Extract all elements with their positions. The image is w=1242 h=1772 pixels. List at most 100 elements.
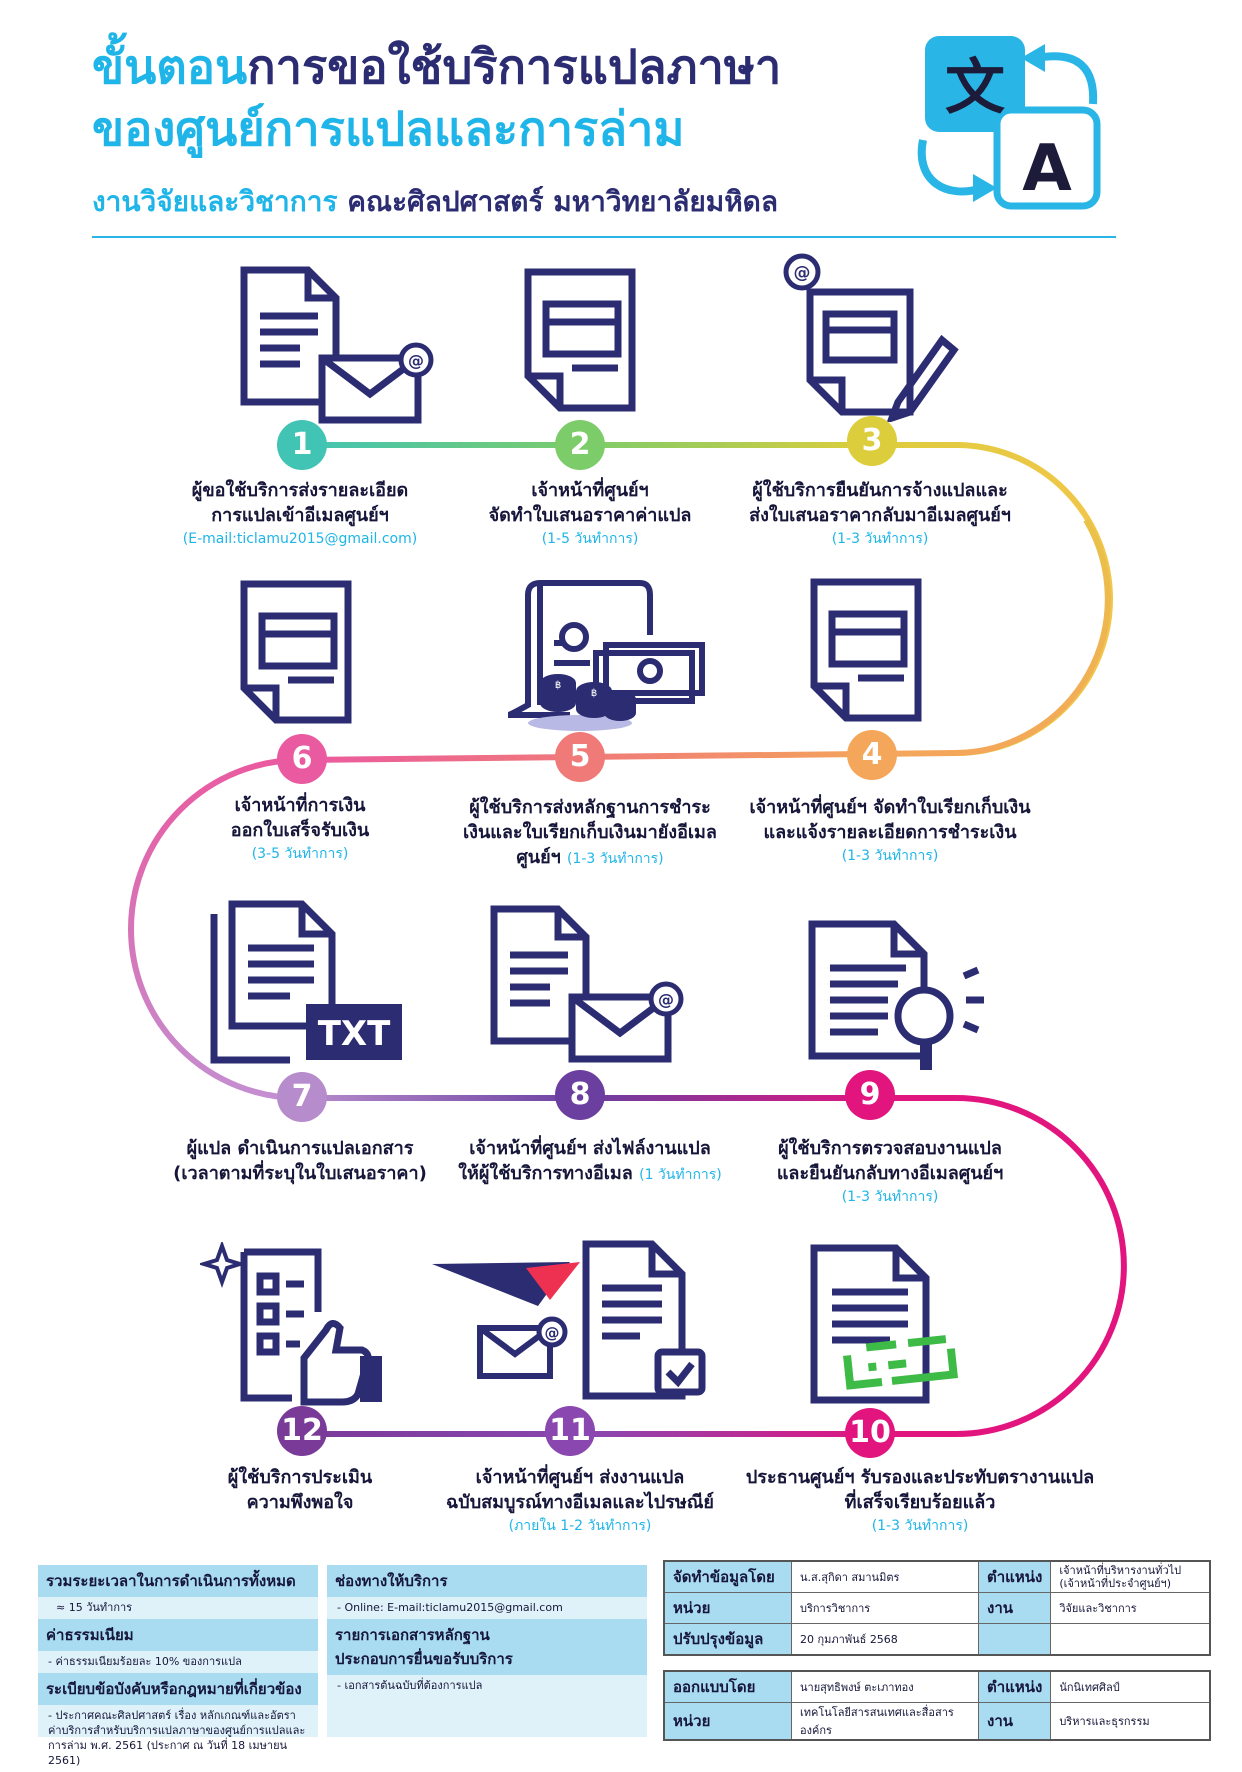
channel-heading: ช่องทางให้บริการ — [327, 1565, 647, 1597]
header-divider — [92, 236, 1116, 238]
step-duration: (ภายใน 1-2 วันทำการ) — [508, 1518, 652, 1534]
svg-text:@: @ — [794, 263, 811, 283]
step-line: เงินและใบเรียกเก็บเงินมายังอีเมล — [463, 822, 717, 843]
empty-cell — [1050, 1623, 1211, 1656]
mail-post-document-icon: @ — [432, 1240, 706, 1400]
unit-label: หน่วย — [663, 1592, 792, 1624]
step-line: ประธานศูนย์ฯ รับรองและประทับตรางานแปล — [745, 1467, 1095, 1488]
document-stamp-icon — [810, 1244, 958, 1404]
step-line: ส่งใบเสนอราคากลับมาอีเมลศูนย์ฯ — [749, 505, 1011, 526]
total-time-heading: รวมระยะเวลาในการดำเนินการทั้งหมด — [38, 1565, 318, 1597]
logo-glyph-wen: 文 — [945, 53, 1005, 123]
txt-document-icon: TXT — [210, 900, 402, 1064]
docs-heading: รายการเอกสารหลักฐาน ประกอบการยื่นขอรับบร… — [327, 1619, 647, 1675]
step-number-5: 5 — [555, 732, 605, 782]
docs-value: - เอกสารต้นฉบับที่ต้องการแปล — [337, 1679, 483, 1692]
step-duration: (1-3 วันทำการ) — [841, 1189, 939, 1205]
step-duration: (1 วันทำการ) — [639, 1167, 722, 1183]
svg-text:฿: ฿ — [555, 680, 561, 691]
step-description-6: เจ้าหน้าที่การเงิน ออกใบเสร็จรับเงิน (3-… — [150, 793, 450, 865]
document-email-icon: @ — [490, 905, 684, 1063]
step-number-2: 2 — [555, 420, 605, 470]
unit-value: บริการวิชาการ — [791, 1592, 979, 1624]
step-line: เจ้าหน้าที่ศูนย์ฯ — [531, 480, 649, 501]
page-title-line-1: ขั้นตอนการขอใช้บริการแปลภาษา — [92, 44, 781, 91]
svg-text:@: @ — [545, 1324, 560, 1342]
step-number-1: 1 — [277, 420, 327, 470]
step-line: จัดทำใบเสนอราคาค่าแปล — [488, 505, 692, 526]
prepared-by-table: จัดทำข้อมูลโดย น.ส.สุกิดา สมานมิตร ตำแหน… — [663, 1560, 1211, 1656]
svg-text:฿: ฿ — [591, 688, 597, 699]
step-duration: (1-3 วันทำการ) — [871, 1518, 969, 1534]
prepared-by-value: น.ส.สุกิดา สมานมิตร — [791, 1560, 979, 1593]
step-line: ฉบับสมบูรณ์ทางอีเมลและไปรษณีย์ — [446, 1492, 714, 1513]
logo-glyph-a: A — [1022, 132, 1072, 206]
step-line: (เวลาตามที่ระบุในใบเสนอราคา) — [173, 1163, 427, 1184]
fee-heading: ค่าธรรมเนียม — [38, 1619, 318, 1651]
docs-heading-line: ประกอบการยื่นขอรับบริการ — [335, 1650, 513, 1668]
step-number-12: 12 — [277, 1406, 327, 1456]
document-email-icon: @ — [240, 266, 434, 424]
document-sign-email-icon: @ — [783, 253, 959, 422]
step-line: ผู้แปล ดำเนินการแปลเอกสาร — [186, 1138, 414, 1159]
rules-line: ค่าบริการสำหรับบริการแปลภาษาของศูนย์การแ… — [48, 1724, 306, 1737]
step-number-7: 7 — [277, 1072, 327, 1122]
step-line: เจ้าหน้าที่ศูนย์ฯ จัดทำใบเรียกเก็บเงิน — [749, 797, 1031, 818]
designed-by-value: นายสุทธิพงษ์ ตะเภาทอง — [791, 1670, 979, 1703]
step-number-10: 10 — [845, 1408, 895, 1458]
step-duration: (1-3 วันทำการ) — [841, 848, 939, 864]
unit-value: เทคโนโลยีสารสนเทศและสื่อสารองค์กร — [791, 1702, 979, 1741]
step-description-4: เจ้าหน้าที่ศูนย์ฯ จัดทำใบเรียกเก็บเงิน แ… — [730, 795, 1050, 867]
svg-text:@: @ — [658, 990, 674, 1009]
step-number-6: 6 — [277, 734, 327, 784]
step-description-11: เจ้าหน้าที่ศูนย์ฯ ส่งงานแปล ฉบับสมบูรณ์ท… — [420, 1465, 740, 1537]
prepared-by-label: จัดทำข้อมูลโดย — [663, 1560, 792, 1593]
position-label: ตำแหน่ง — [977, 1670, 1052, 1703]
step-line: ที่เสร็จเรียบร้อยแล้ว — [844, 1492, 996, 1513]
step-line: เจ้าหน้าที่ศูนย์ฯ ส่งงานแปล — [475, 1467, 685, 1488]
subtitle-department: งานวิจัยและวิชาการ — [92, 185, 338, 218]
step-duration: (1-3 วันทำการ) — [567, 851, 664, 867]
section-value: บริหารและธุรกรรม — [1050, 1702, 1211, 1741]
step-description-10: ประธานศูนย์ฯ รับรองและประทับตรางานแปล ที… — [720, 1465, 1120, 1537]
step-line: ผู้ใช้บริการยืนยันการจ้างแปลและ — [752, 480, 1008, 501]
step-duration: (1-5 วันทำการ) — [541, 531, 639, 547]
designed-by-label: ออกแบบโดย — [663, 1670, 792, 1703]
position-line: (เจ้าหน้าที่ประจำศูนย์ฯ) — [1059, 1577, 1172, 1590]
updated-label: ปรับปรุงข้อมูล — [663, 1623, 792, 1656]
designed-by-table: ออกแบบโดย นายสุทธิพงษ์ ตะเภาทอง ตำแหน่ง … — [663, 1670, 1211, 1741]
title-highlight: ขั้นตอน — [92, 40, 248, 95]
document-search-icon — [808, 920, 984, 1070]
step-line: ออกใบเสร็จรับเงิน — [230, 820, 370, 841]
step-line: ผู้ขอใช้บริการส่งรายละเอียด — [191, 480, 409, 501]
step-number-3: 3 — [847, 416, 897, 466]
step-line: ศูนย์ฯ — [516, 847, 561, 868]
rules-line: การล่าม พ.ศ. 2561 (ประกาศ ณ วันที่ 18 เม… — [48, 1739, 288, 1767]
updated-value: 20 กุมภาพันธ์ 2568 — [791, 1623, 979, 1656]
translate-logo-icon: 文 A — [917, 36, 1101, 210]
step-description-8: เจ้าหน้าที่ศูนย์ฯ ส่งไฟล์งานแปล ให้ผู้ใช… — [440, 1136, 740, 1188]
step-line: ความพึงพอใจ — [246, 1492, 354, 1513]
step-line: เจ้าหน้าที่การเงิน — [234, 795, 366, 816]
document-form-icon — [524, 268, 636, 412]
unit-label: หน่วย — [663, 1702, 792, 1741]
page-subtitle: งานวิจัยและวิชาการ คณะศิลปศาสตร์ มหาวิทย… — [92, 180, 778, 224]
step-number-4: 4 — [847, 730, 897, 780]
step-description-3: ผู้ใช้บริการยืนยันการจ้างแปลและ ส่งใบเสน… — [720, 478, 1040, 550]
step-number-8: 8 — [555, 1070, 605, 1120]
docs-heading-line: รายการเอกสารหลักฐาน — [335, 1626, 490, 1644]
position-value: นักนิเทศศิลป์ — [1050, 1670, 1211, 1703]
step-line: ผู้ใช้บริการตรวจสอบงานแปล — [778, 1138, 1002, 1159]
step-description-7: ผู้แปล ดำเนินการแปลเอกสาร (เวลาตามที่ระบ… — [150, 1136, 450, 1186]
step-description-5: ผู้ใช้บริการส่งหลักฐานการชำระ เงินและใบเ… — [440, 795, 740, 872]
rules-line: - ประกาศคณะศิลปศาสตร์ เรื่อง หลักเกณฑ์แล… — [48, 1709, 296, 1722]
svg-text:@: @ — [408, 351, 424, 370]
txt-label: TXT — [318, 1014, 391, 1054]
step-number-11: 11 — [545, 1406, 595, 1456]
rules-heading: ระเบียบข้อบังคับหรือกฎหมายที่เกี่ยวข้อง — [38, 1673, 318, 1705]
info-panel-channel-docs: ช่องทางให้บริการ - Online: E-mail:ticlam… — [327, 1565, 647, 1737]
step-line: ให้ผู้ใช้บริการทางอีเมล — [458, 1163, 633, 1184]
step-description-1: ผู้ขอใช้บริการส่งรายละเอียด การแปลเข้าอี… — [150, 478, 450, 550]
total-time-value: ≈ 15 วันทำการ — [56, 1601, 133, 1614]
step-line: ผู้ใช้บริการส่งหลักฐานการชำระ — [469, 797, 711, 818]
